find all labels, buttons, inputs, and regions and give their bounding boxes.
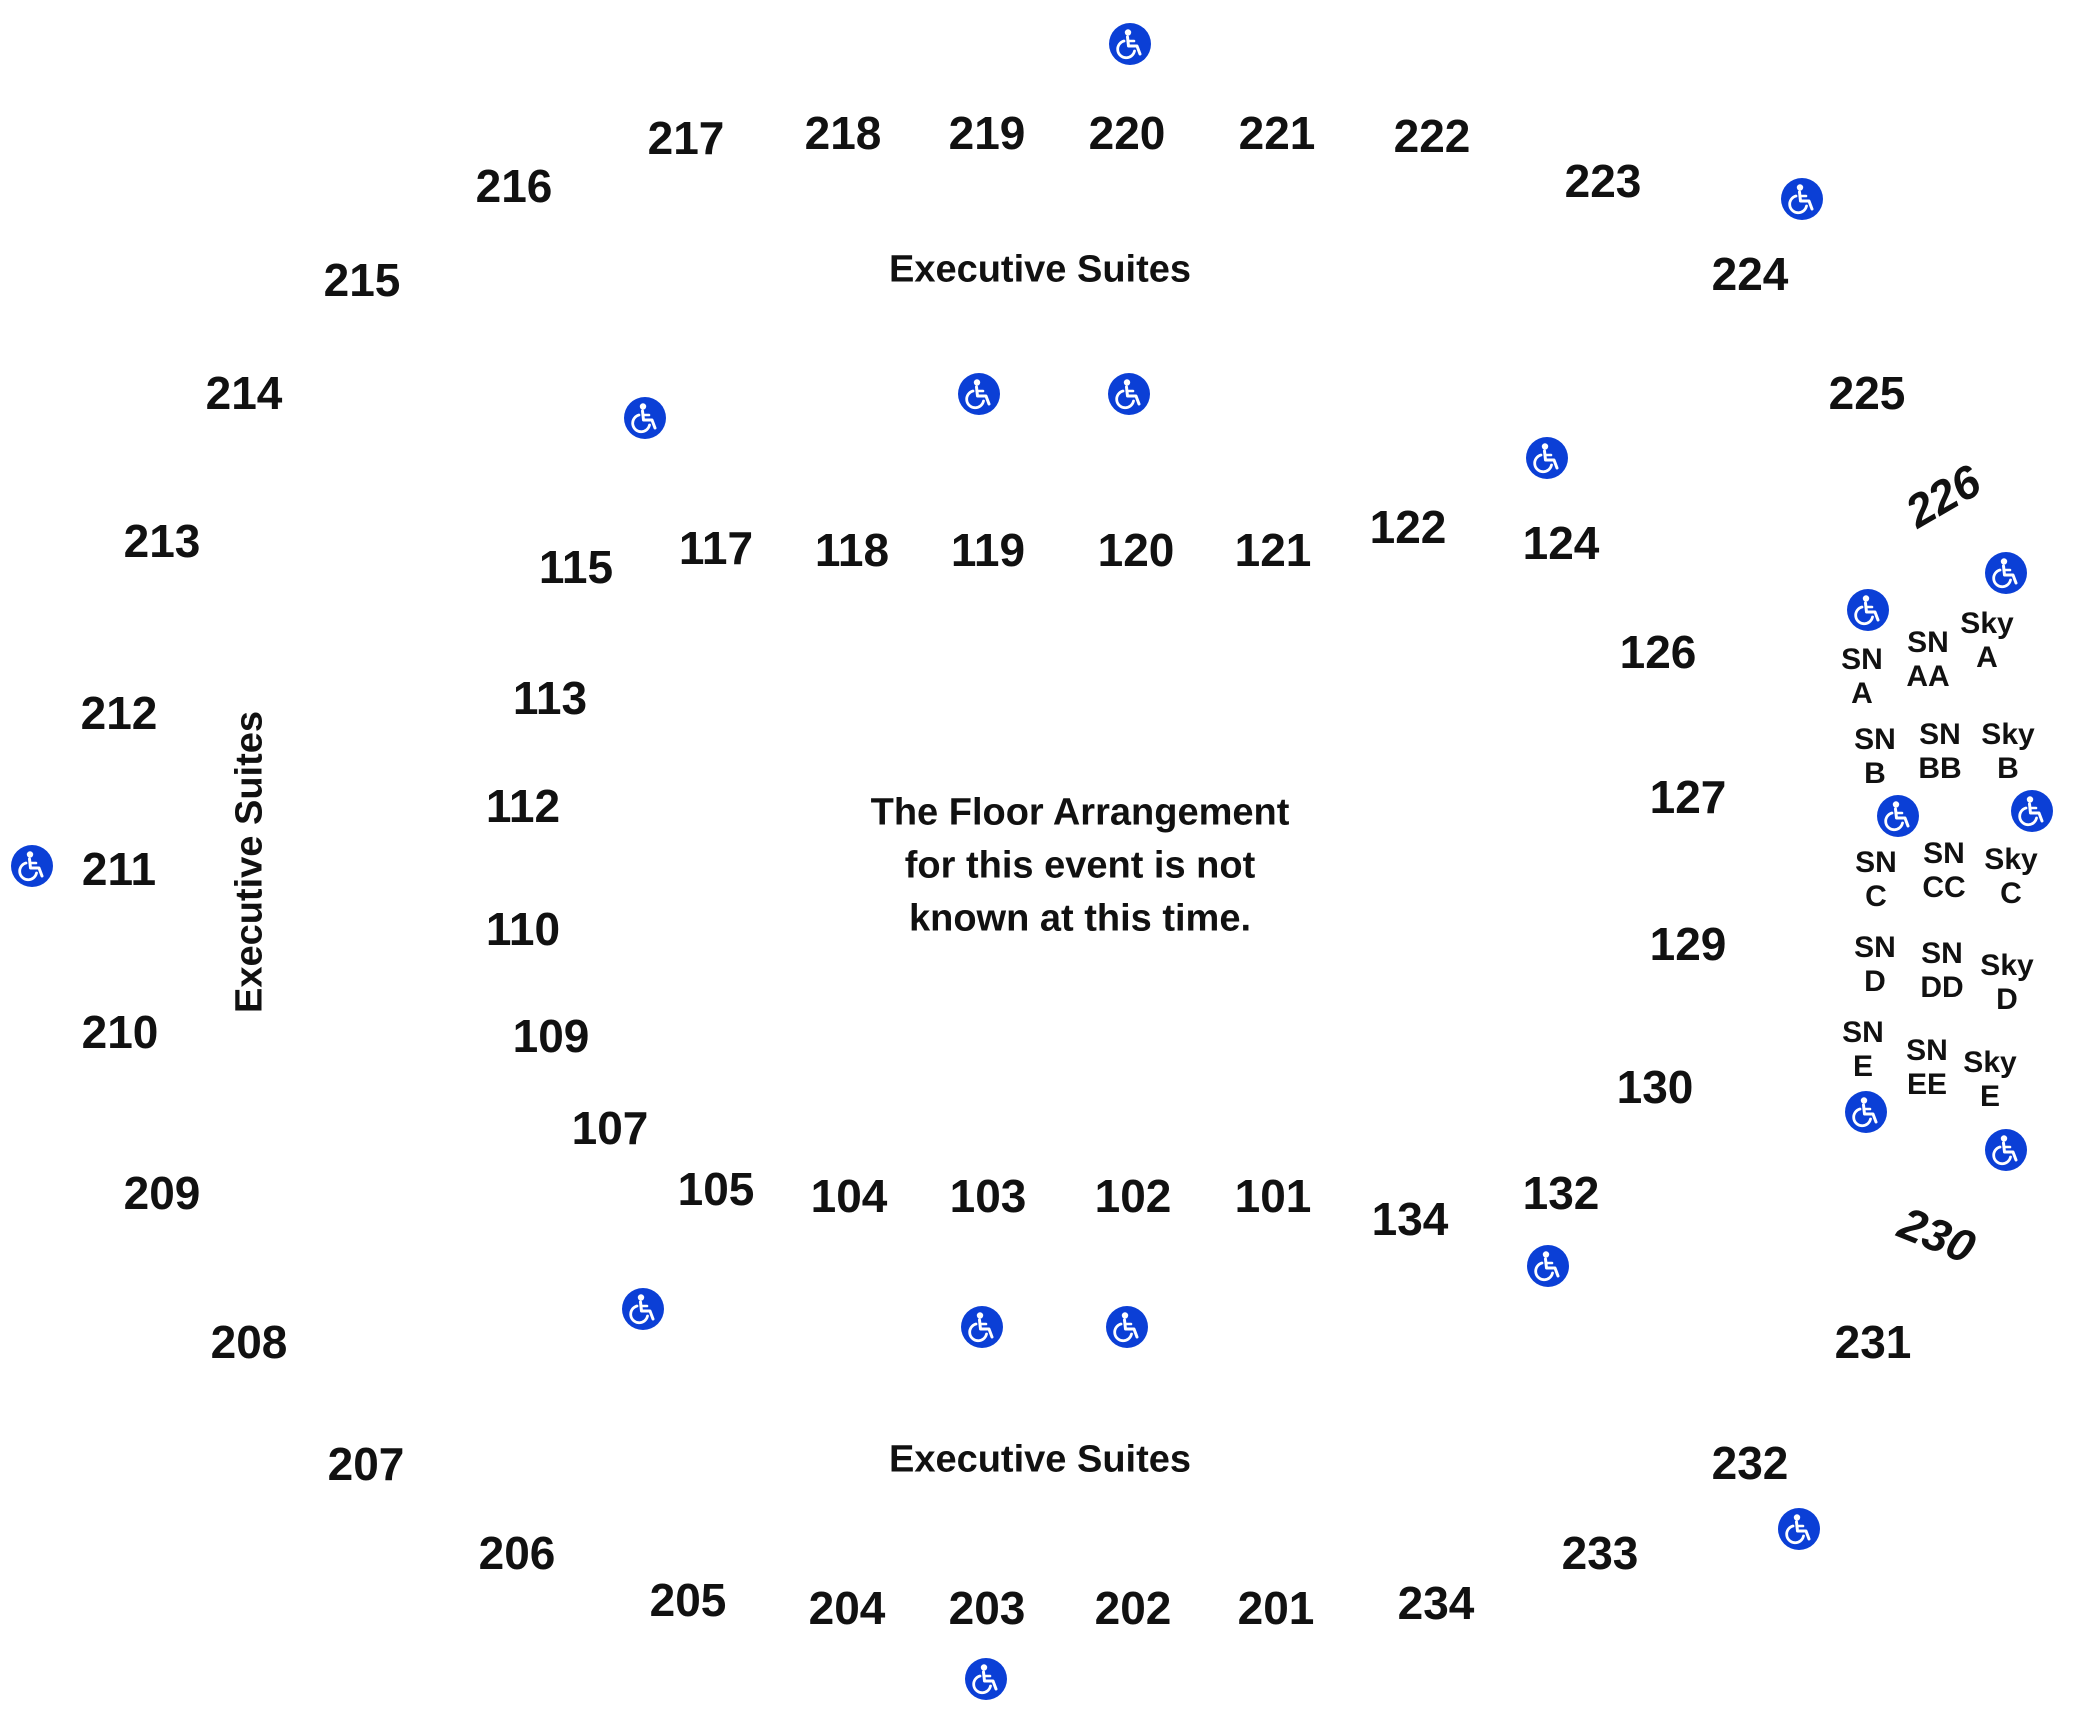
floor-note-line-3: known at this time. [908, 897, 1252, 940]
floor-arrangement-note: The Floor Arrangement for this event is … [800, 787, 1360, 946]
executive-suites-left-label: Executive Suites [228, 710, 271, 1014]
wheelchair-icon[interactable] [1108, 373, 1150, 415]
section-118[interactable]: 118 [814, 524, 890, 576]
wheelchair-icon[interactable] [624, 397, 666, 439]
executive-suites-bottom-label: Executive Suites [888, 1438, 1192, 1481]
wheelchair-icon[interactable] [1526, 437, 1568, 479]
section-202[interactable]: 202 [1094, 1582, 1172, 1634]
box-sn-cc[interactable]: SN CC [1922, 837, 1966, 904]
box-sky-d[interactable]: Sky D [1980, 949, 2034, 1016]
box-sky-b[interactable]: Sky B [1981, 718, 2035, 785]
section-127[interactable]: 127 [1649, 771, 1727, 823]
wheelchair-icon[interactable] [1985, 1129, 2027, 1171]
section-214[interactable]: 214 [205, 367, 283, 419]
section-129[interactable]: 129 [1649, 918, 1727, 970]
section-101[interactable]: 101 [1234, 1170, 1312, 1222]
box-sn-d[interactable]: SN D [1854, 931, 1896, 998]
section-105[interactable]: 105 [677, 1163, 755, 1215]
box-sn-e[interactable]: SN E [1842, 1016, 1884, 1083]
section-201[interactable]: 201 [1237, 1582, 1315, 1634]
section-120[interactable]: 120 [1097, 524, 1175, 576]
wheelchair-icon[interactable] [965, 1658, 1007, 1700]
wheelchair-icon[interactable] [2011, 790, 2053, 832]
section-223[interactable]: 223 [1564, 155, 1642, 207]
wheelchair-icon[interactable] [1781, 178, 1823, 220]
section-224[interactable]: 224 [1711, 248, 1789, 300]
section-211[interactable]: 211 [81, 843, 157, 895]
section-218[interactable]: 218 [804, 107, 882, 159]
section-204[interactable]: 204 [808, 1582, 886, 1634]
box-sky-e[interactable]: Sky E [1963, 1046, 2017, 1113]
wheelchair-icon[interactable] [961, 1306, 1003, 1348]
section-130[interactable]: 130 [1616, 1061, 1694, 1113]
section-225[interactable]: 225 [1828, 367, 1906, 419]
box-sky-c[interactable]: Sky C [1984, 843, 2038, 910]
section-117[interactable]: 117 [678, 522, 754, 574]
section-212[interactable]: 212 [80, 687, 158, 739]
section-205[interactable]: 205 [649, 1574, 727, 1626]
section-122[interactable]: 122 [1369, 501, 1447, 553]
box-sn-ee[interactable]: SN EE [1906, 1034, 1948, 1101]
wheelchair-icon[interactable] [11, 845, 53, 887]
section-107[interactable]: 107 [571, 1102, 649, 1154]
section-119[interactable]: 119 [950, 524, 1026, 576]
section-104[interactable]: 104 [810, 1170, 888, 1222]
section-220[interactable]: 220 [1088, 107, 1166, 159]
section-216[interactable]: 216 [475, 160, 553, 212]
section-115[interactable]: 115 [538, 541, 614, 593]
section-112[interactable]: 112 [485, 780, 561, 832]
section-234[interactable]: 234 [1397, 1577, 1475, 1629]
section-207[interactable]: 207 [327, 1438, 405, 1490]
section-126[interactable]: 126 [1619, 626, 1697, 678]
section-232[interactable]: 232 [1711, 1437, 1789, 1489]
section-203[interactable]: 203 [948, 1582, 1026, 1634]
section-213[interactable]: 213 [123, 515, 201, 567]
section-226[interactable]: 226 [1896, 454, 1990, 538]
wheelchair-icon[interactable] [1527, 1245, 1569, 1287]
section-215[interactable]: 215 [323, 254, 401, 306]
section-113[interactable]: 113 [512, 672, 588, 724]
executive-suites-top-label: Executive Suites [888, 248, 1192, 291]
box-sky-a[interactable]: Sky A [1960, 607, 2014, 674]
wheelchair-icon[interactable] [1778, 1508, 1820, 1550]
section-103[interactable]: 103 [949, 1170, 1027, 1222]
section-102[interactable]: 102 [1094, 1170, 1172, 1222]
section-208[interactable]: 208 [210, 1316, 288, 1368]
box-sn-aa[interactable]: SN AA [1906, 626, 1950, 693]
wheelchair-icon[interactable] [958, 373, 1000, 415]
section-233[interactable]: 233 [1561, 1527, 1639, 1579]
wheelchair-icon[interactable] [1106, 1306, 1148, 1348]
section-124[interactable]: 124 [1522, 517, 1600, 569]
section-132[interactable]: 132 [1522, 1167, 1600, 1219]
section-221[interactable]: 221 [1238, 107, 1316, 159]
wheelchair-icon[interactable] [1985, 552, 2027, 594]
wheelchair-icon[interactable] [1847, 589, 1889, 631]
section-109[interactable]: 109 [512, 1010, 590, 1062]
section-110[interactable]: 110 [485, 903, 561, 955]
box-sn-a[interactable]: SN A [1841, 643, 1883, 710]
box-sn-c[interactable]: SN C [1855, 846, 1897, 913]
section-219[interactable]: 219 [948, 107, 1026, 159]
wheelchair-icon[interactable] [1109, 23, 1151, 65]
floor-note-line-2: for this event is not [904, 844, 1256, 887]
wheelchair-icon[interactable] [622, 1288, 664, 1330]
floor-note-line-1: The Floor Arrangement [870, 791, 1290, 834]
section-230[interactable]: 230 [1891, 1196, 1983, 1274]
box-sn-b[interactable]: SN B [1854, 723, 1896, 790]
section-231[interactable]: 231 [1834, 1316, 1912, 1368]
section-222[interactable]: 222 [1393, 110, 1471, 162]
box-sn-bb[interactable]: SN BB [1918, 718, 1962, 785]
section-217[interactable]: 217 [647, 112, 725, 164]
section-121[interactable]: 121 [1234, 524, 1312, 576]
wheelchair-icon[interactable] [1845, 1091, 1887, 1133]
section-209[interactable]: 209 [123, 1167, 201, 1219]
wheelchair-icon[interactable] [1877, 795, 1919, 837]
box-sn-dd[interactable]: SN DD [1920, 937, 1964, 1004]
section-134[interactable]: 134 [1371, 1193, 1449, 1245]
section-206[interactable]: 206 [478, 1527, 556, 1579]
section-210[interactable]: 210 [81, 1006, 159, 1058]
